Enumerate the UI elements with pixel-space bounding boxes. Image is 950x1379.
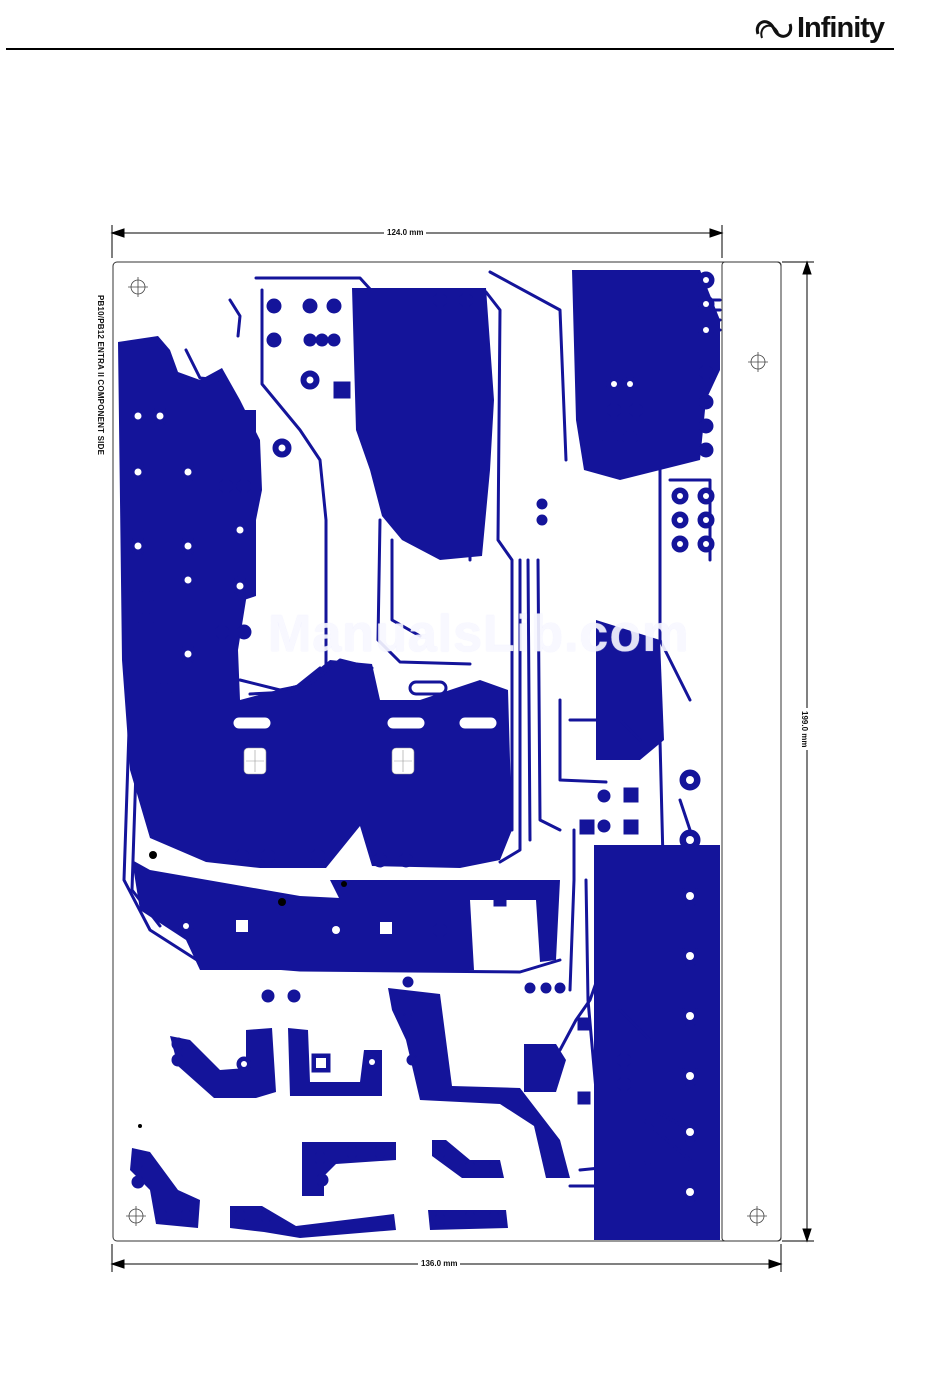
dimension-right-label: 199.0 mm xyxy=(800,708,809,750)
board-side-label: PB10/PB12 ENTRA II COMPONENT SIDE xyxy=(96,295,105,455)
copper-pours xyxy=(118,270,720,1240)
dimension-bottom-label: 136.0 mm xyxy=(418,1259,460,1268)
dimension-top-label: 124.0 mm xyxy=(384,228,426,237)
watermark: ManualsLib.com xyxy=(268,604,689,664)
